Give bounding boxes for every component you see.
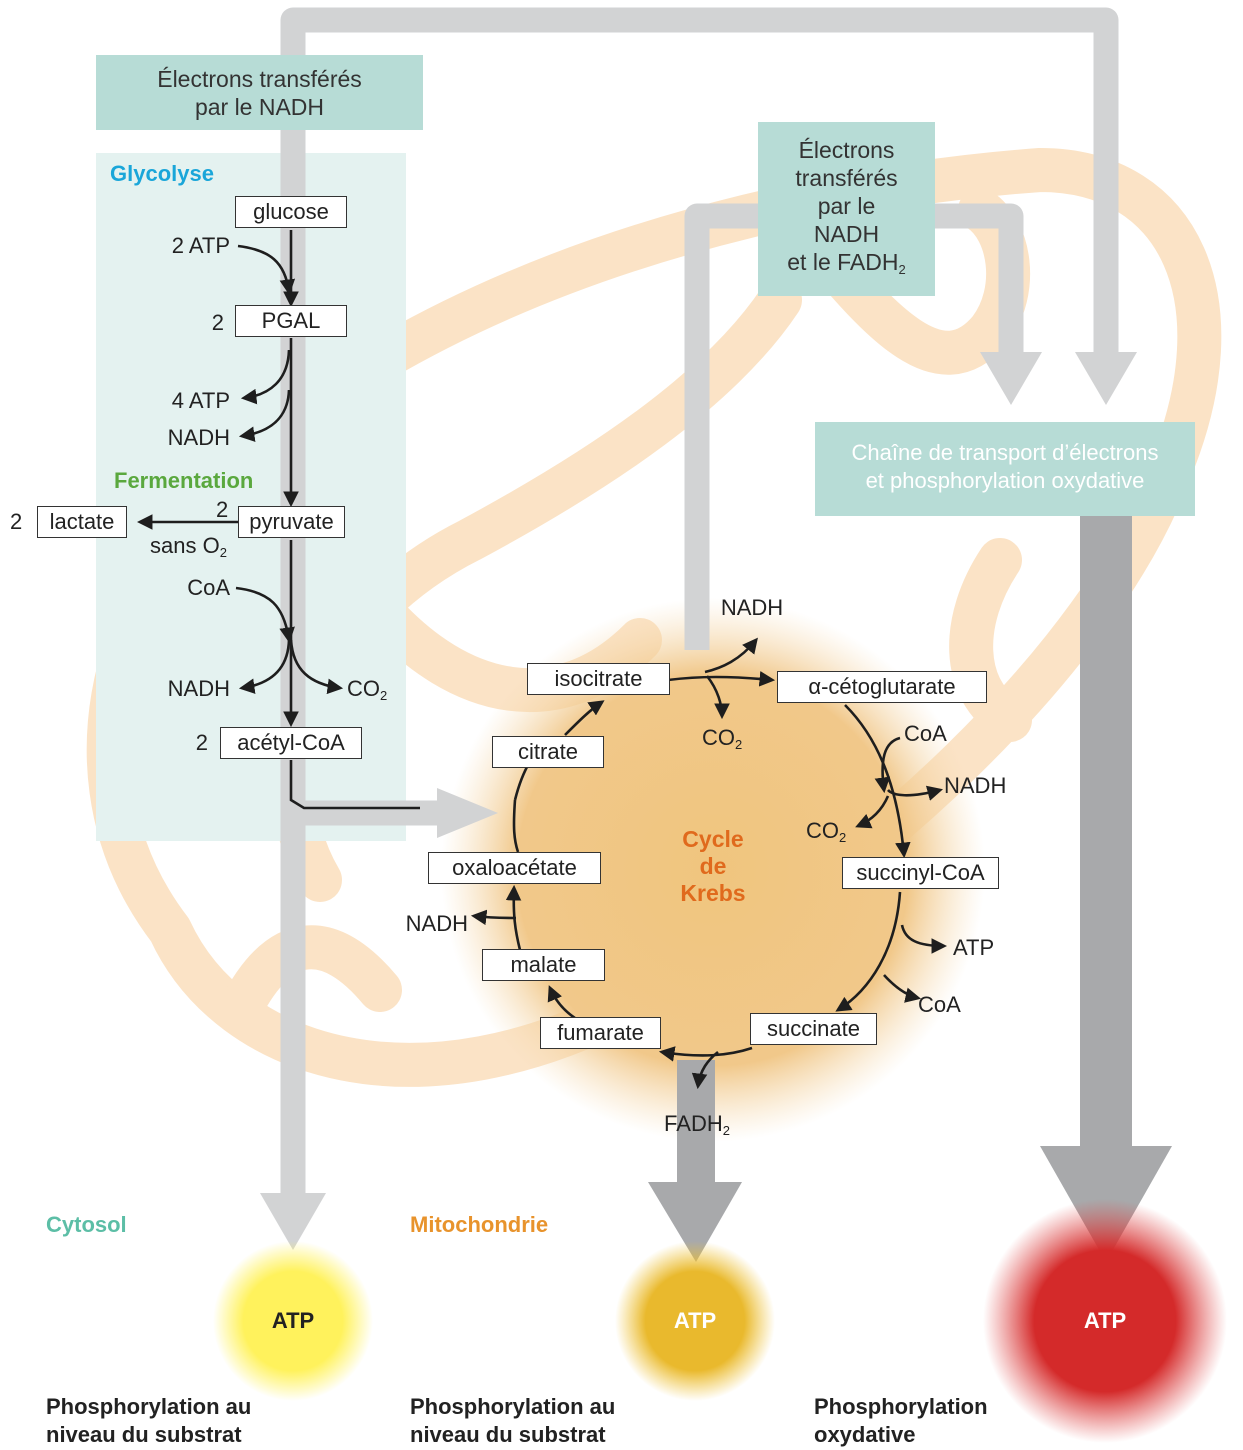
gray-arrowheads bbox=[260, 352, 1137, 1250]
panel-nadh-fadh-line3: par le bbox=[817, 193, 876, 219]
caption-right-line2: oxydative bbox=[814, 1422, 916, 1447]
box-acetyl-coa: acétyl-CoA bbox=[220, 727, 362, 759]
label-coa-out: CoA bbox=[918, 992, 961, 1017]
fadh2-text: FADH bbox=[664, 1111, 723, 1136]
label-coa-gly: CoA bbox=[187, 575, 230, 600]
panel-chain-line1: Chaîne de transport d’électrons bbox=[851, 440, 1159, 465]
co2-b-sub: 2 bbox=[839, 830, 847, 845]
dark-atp-arrows bbox=[648, 516, 1172, 1262]
krebs-line2: de bbox=[699, 853, 727, 879]
box-citrate: citrate bbox=[492, 736, 604, 768]
panel-chain-line2: et phosphorylation oxydative bbox=[865, 468, 1145, 493]
atp-label-right: ATP bbox=[1083, 1308, 1127, 1333]
caption-mid-line1: Phosphorylation au bbox=[410, 1394, 616, 1419]
krebs-line1: Cycle bbox=[682, 826, 744, 852]
label-nadh-a: NADH bbox=[720, 595, 784, 620]
co2-a-text: CO bbox=[702, 725, 735, 750]
box-succinyl-coa: succinyl-CoA bbox=[842, 857, 999, 889]
label-coa-in: CoA bbox=[904, 721, 947, 746]
krebs-arrows bbox=[470, 637, 948, 1090]
panel-nadh-top: Électrons transférés par le NADH bbox=[96, 55, 423, 130]
co2-gly-sub: 2 bbox=[380, 688, 388, 703]
label-nadh-b: NADH bbox=[944, 773, 1007, 798]
panel-nadh-fadh-line4: NADH bbox=[813, 221, 880, 247]
label-lactate-coef: 2 bbox=[10, 509, 23, 534]
box-glucose: glucose bbox=[235, 196, 347, 228]
electron-transfer-arrows bbox=[280, 7, 1119, 1200]
label-sans-o2: sans O2 bbox=[150, 533, 227, 560]
panel-electron-chain: Chaîne de transport d’électrons et phosp… bbox=[815, 422, 1195, 516]
glycolysis-area bbox=[96, 153, 406, 841]
sans-o2-sub: 2 bbox=[219, 545, 227, 560]
box-isocitrate: isocitrate bbox=[527, 663, 670, 695]
co2-gly-text: CO bbox=[347, 676, 380, 701]
atp-sphere-red bbox=[983, 1199, 1227, 1443]
panel-nadh-fadh-line5: et le FADH2 bbox=[758, 248, 935, 276]
caption-right: Phosphorylation oxydative bbox=[814, 1393, 988, 1449]
box-pgal: PGAL bbox=[235, 305, 347, 337]
label-pyruvate-coef: 2 bbox=[216, 497, 229, 522]
box-fumarate: fumarate bbox=[540, 1017, 661, 1049]
panel-nadh-top-line1: Électrons transférés bbox=[157, 66, 362, 92]
krebs-line3: Krebs bbox=[680, 880, 746, 906]
label-co2-gly: CO2 bbox=[347, 676, 388, 703]
box-pyruvate: pyruvate bbox=[238, 506, 345, 538]
region-mitochondria: Mitochondrie bbox=[410, 1212, 549, 1237]
caption-left-line2: niveau du substrat bbox=[46, 1422, 242, 1447]
panel-nadh-fadh-line1: Électrons bbox=[798, 137, 895, 163]
label-2atp-in: 2 ATP bbox=[171, 233, 230, 258]
glycolysis-arrows bbox=[136, 230, 420, 810]
caption-left: Phosphorylation au niveau du substrat bbox=[46, 1393, 251, 1449]
label-4atp: 4 ATP bbox=[171, 388, 230, 413]
box-alpha-ketoglutarate: α-cétoglutarate bbox=[777, 671, 987, 703]
atp-sphere-yellow bbox=[213, 1241, 373, 1401]
caption-right-line1: Phosphorylation bbox=[814, 1394, 988, 1419]
box-succinate: succinate bbox=[750, 1013, 877, 1045]
region-cytosol: Cytosol bbox=[46, 1212, 127, 1237]
label-fadh2: FADH2 bbox=[664, 1111, 730, 1138]
panel-nadh-top-line2: par le NADH bbox=[194, 94, 325, 120]
box-lactate: lactate bbox=[37, 506, 127, 538]
label-nadh-c: NADH bbox=[405, 911, 468, 936]
label-acetyl-coef: 2 bbox=[195, 730, 208, 755]
label-nadh-2: NADH bbox=[167, 676, 230, 701]
sans-o2-text: sans O bbox=[150, 533, 220, 558]
caption-mid: Phosphorylation au niveau du substrat bbox=[410, 1393, 615, 1449]
fadh2-sub: 2 bbox=[722, 1123, 730, 1138]
caption-mid-line2: niveau du substrat bbox=[410, 1422, 606, 1447]
label-atp-krebs: ATP bbox=[953, 935, 995, 960]
glycolysis-title: Glycolyse bbox=[110, 161, 214, 186]
atp-label-mid: ATP bbox=[673, 1308, 717, 1333]
caption-left-line1: Phosphorylation au bbox=[46, 1394, 252, 1419]
label-pgal-coef: 2 bbox=[211, 310, 224, 335]
fadh-subscript: 2 bbox=[898, 262, 906, 277]
fadh-text: et le FADH bbox=[787, 249, 899, 275]
co2-b-text: CO bbox=[806, 818, 839, 843]
box-malate: malate bbox=[482, 949, 605, 981]
panel-nadh-fadh: Électrons transférés par le NADH et le F… bbox=[758, 122, 935, 296]
atp-label-left: ATP bbox=[271, 1308, 315, 1333]
panel-nadh-fadh-line2: transférés bbox=[795, 165, 898, 191]
box-oxaloacetate: oxaloacétate bbox=[428, 852, 601, 884]
atp-sphere-gold bbox=[615, 1241, 775, 1401]
co2-a-sub: 2 bbox=[735, 737, 743, 752]
fermentation-title: Fermentation bbox=[114, 468, 254, 493]
label-nadh-1: NADH bbox=[167, 425, 230, 450]
label-co2-b: CO2 bbox=[806, 818, 847, 845]
label-co2-a: CO2 bbox=[702, 725, 743, 752]
krebs-title: Cycle de Krebs bbox=[680, 826, 745, 907]
